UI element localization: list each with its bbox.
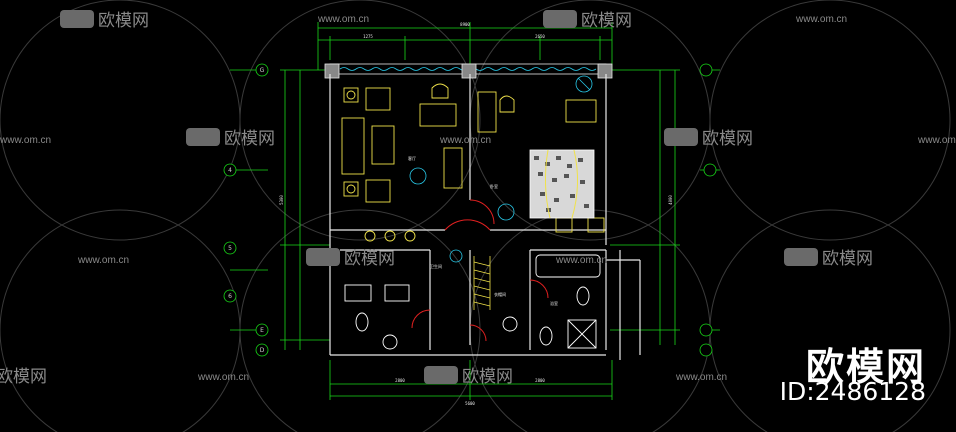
room-label-living: 客厅: [408, 155, 416, 161]
furniture: [341, 83, 605, 242]
sofa: [341, 117, 365, 175]
doors: [411, 199, 549, 342]
svg-text:欧模网: 欧模网: [224, 129, 275, 148]
wm-url-2: www.om.cn: [795, 14, 847, 25]
grid-label-e: E: [260, 327, 264, 334]
wm-url-8: www.om.cn: [197, 372, 249, 383]
room-label-bath: 卫生间: [430, 263, 442, 269]
coffee-table: [371, 125, 395, 165]
armchair-2: [365, 179, 391, 203]
room-label-closet: 衣帽间: [494, 291, 506, 297]
bath-vanity-2: [384, 284, 410, 302]
grid-bubbles: [223, 63, 717, 357]
wm-url-4: www.om.cn: [439, 135, 491, 146]
window-band: [324, 63, 613, 79]
bed: [529, 149, 595, 219]
basin: [502, 316, 518, 332]
toilet: [355, 312, 369, 332]
grid-bubble-labels: G 4 5 6 E D: [228, 67, 265, 354]
grid-bubble-d-left: [255, 343, 269, 357]
wm-logo-7: 欧模网: [0, 367, 47, 386]
desk: [419, 103, 457, 127]
side-table-1: [343, 87, 359, 103]
wm-url-9: www.om.cn: [675, 372, 727, 383]
grid-bubble-e-right: [699, 323, 713, 337]
wm-url-5: www.om.cn: [917, 135, 956, 146]
wm-logo-2: 欧模网: [543, 10, 632, 30]
lounge-chair: [565, 99, 597, 123]
column-right: [597, 63, 613, 79]
svg-text:欧模网: 欧模网: [702, 129, 753, 148]
brand-id-text: ID:2486128: [779, 377, 926, 406]
wm-logo-8: 欧模网: [424, 366, 513, 386]
dim-right-total: 4000: [668, 195, 673, 205]
shower: [567, 319, 597, 349]
wm-logo-6: 欧模网: [784, 248, 873, 268]
round-table: [575, 75, 593, 93]
console: [443, 147, 463, 189]
grid-bubble-4-left: [223, 163, 237, 177]
toilet-2: [576, 286, 590, 306]
grid-label-d: D: [260, 347, 265, 354]
grid-label-6: 6: [228, 293, 232, 300]
svg-text:欧模网: 欧模网: [581, 11, 632, 30]
wm-logo-3: 欧模网: [186, 128, 275, 148]
room-label-bedroom: 卧室: [490, 183, 498, 189]
wm-logo-4: 欧模网: [664, 128, 753, 148]
room-labels: 客厅 卧室 卫生间 衣帽间 浴室: [408, 155, 558, 306]
grid-bubble-g-right: [699, 63, 713, 77]
grid-label-5: 5: [228, 245, 232, 252]
svg-text:欧模网: 欧模网: [98, 11, 149, 30]
dim-bottom-total: 5600: [465, 401, 475, 406]
wm-url-6: www.om.cn: [77, 255, 129, 266]
room-label-shower: 浴室: [550, 300, 558, 306]
svg-text:欧模网: 欧模网: [0, 367, 47, 386]
dim-bottom-left: 2800: [395, 378, 405, 383]
wm-url-3: www.om.cn: [0, 135, 51, 146]
bath-vanity: [344, 284, 372, 302]
dimension-labels: 8900 1275 2650 5600 2800 2800 5300 4000: [279, 22, 673, 406]
vanity-stool: [499, 95, 515, 113]
dim-top-total: 8900: [460, 22, 470, 27]
bathtub: [535, 254, 601, 278]
toilet-3: [539, 326, 553, 346]
svg-text:欧模网: 欧模网: [344, 249, 395, 268]
plumbing-fixtures: [344, 254, 601, 350]
closet-shelving: [473, 256, 491, 310]
column-mid: [461, 63, 477, 79]
dim-left-total: 5300: [279, 195, 284, 205]
nightstand-2: [587, 217, 605, 233]
dresser: [477, 91, 497, 133]
grid-bubble-e-left: [255, 323, 269, 337]
grid-label-4: 4: [228, 167, 232, 174]
brand-logo-text: 欧模网: [805, 345, 926, 389]
wm-url-7: www.om.cn: [555, 255, 607, 266]
walls: [329, 74, 641, 360]
dim-top-left: 1275: [363, 34, 373, 39]
svg-text:欧模网: 欧模网: [462, 367, 513, 386]
grid-bubble-5-left: [223, 241, 237, 255]
watermark-logos: 欧模网 www.om.cn 欧模网 www.om.cn www.om.cn 欧模…: [0, 10, 956, 386]
wm-url-1: www.om.cn: [317, 14, 369, 25]
grid-bubble-g-left: [255, 63, 269, 77]
wm-logo-1: 欧模网: [60, 10, 149, 30]
cyan-accents: [409, 75, 593, 263]
armchair-1: [365, 87, 391, 111]
dim-top-right: 2650: [535, 34, 545, 39]
grid-bubble-4-right: [703, 163, 717, 177]
side-table-2: [343, 181, 359, 197]
dim-bottom-right: 2800: [535, 378, 545, 383]
grid-bubble-d-right: [699, 343, 713, 357]
grid-bubble-6-left: [223, 289, 237, 303]
wm-logo-5: 欧模网: [306, 248, 395, 268]
column-left: [324, 63, 340, 79]
desk-chair: [431, 83, 449, 99]
grid-label-g: G: [260, 67, 265, 74]
dimension-lines: [230, 22, 720, 400]
svg-text:欧模网: 欧模网: [822, 249, 873, 268]
